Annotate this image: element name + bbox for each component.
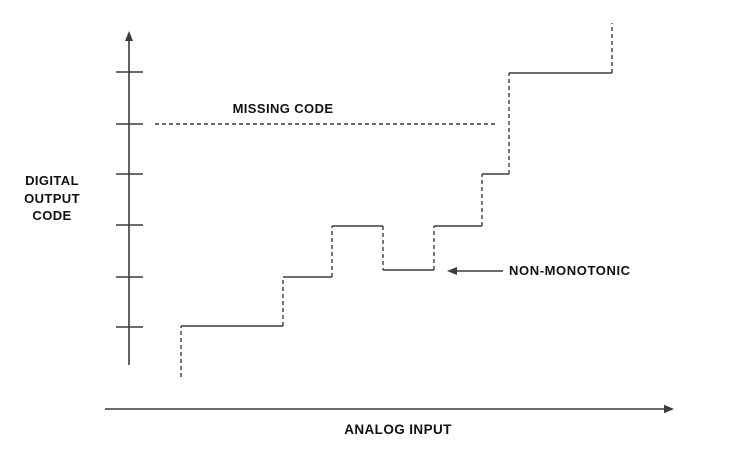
y-axis-title-line-2: OUTPUT [24, 190, 80, 206]
x-axis-arrowhead-icon [664, 404, 674, 414]
y-axis-title-line-3: CODE [32, 208, 72, 223]
non-monotonic-label: NON-MONOTONIC [509, 263, 631, 278]
non-monotonic-arrowhead-icon [447, 267, 457, 275]
y-axis-title: DIGITAL OUTPUT CODE [12, 172, 92, 225]
y-axis-title-line-1: DIGITAL [25, 173, 79, 188]
missing-code-label: MISSING CODE [232, 101, 334, 116]
y-axis-arrowhead-icon [125, 31, 133, 41]
x-axis-title: ANALOG INPUT [344, 422, 452, 437]
